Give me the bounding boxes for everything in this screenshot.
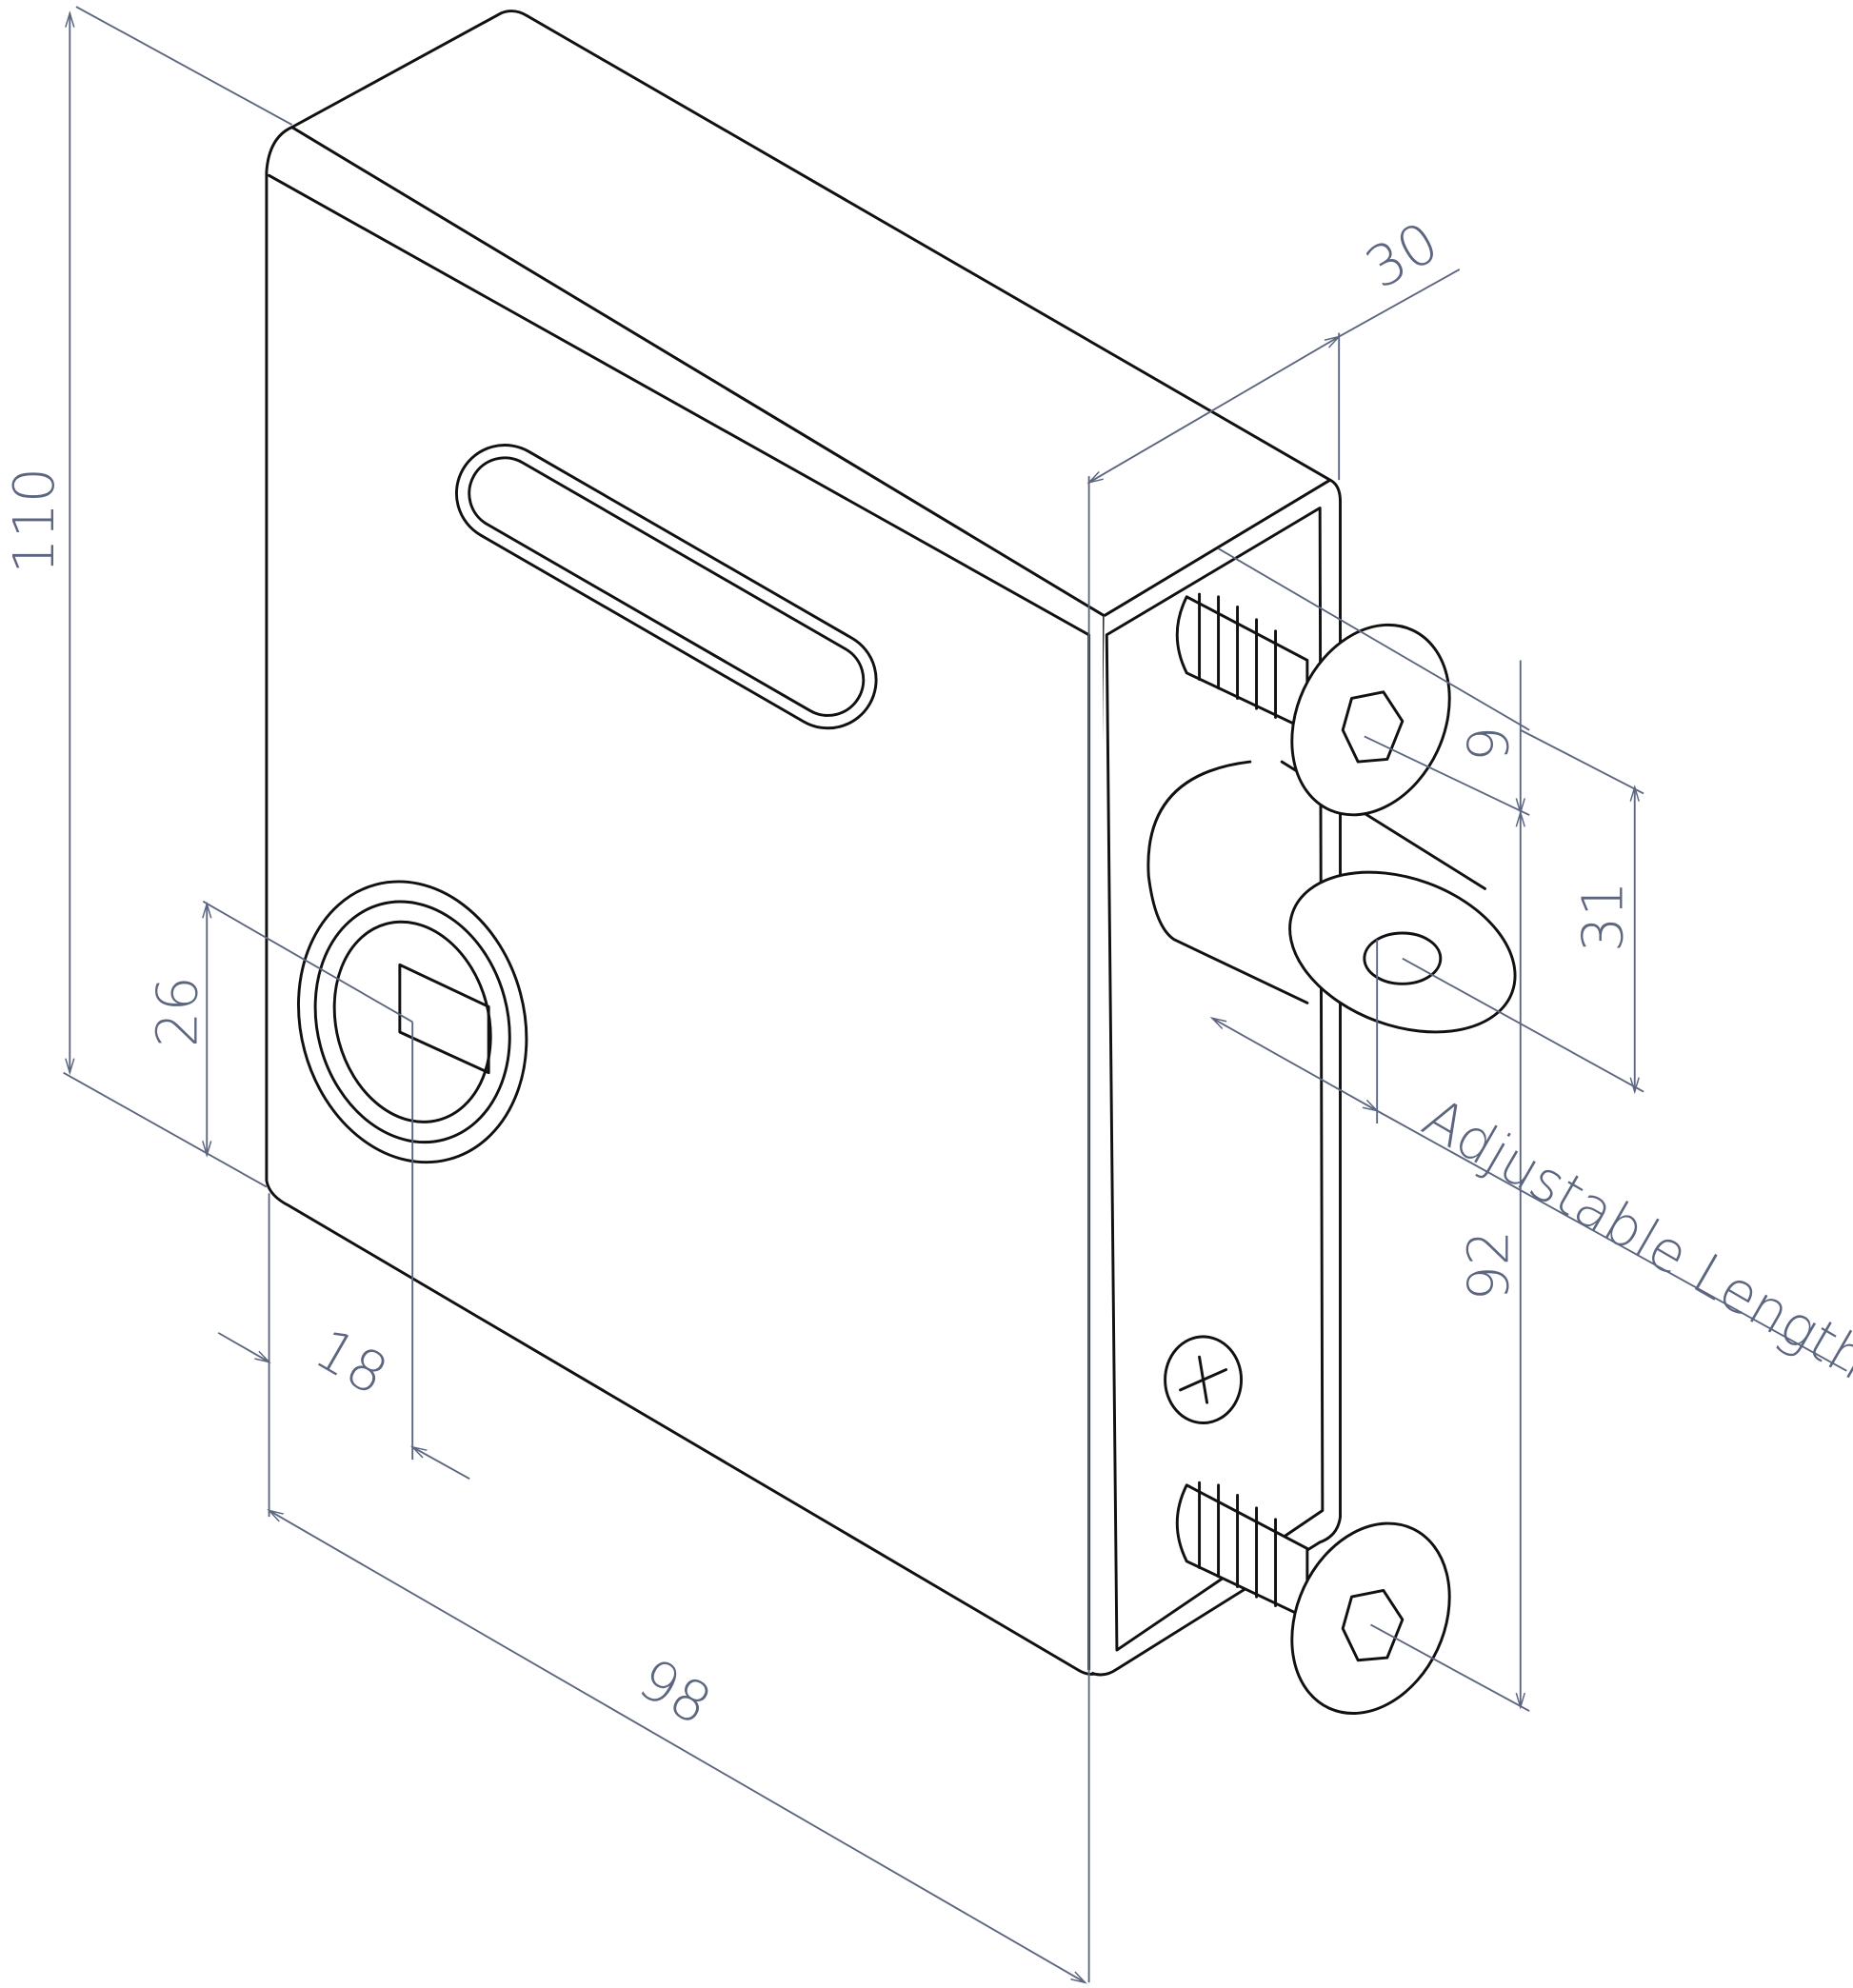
dim-92: 92	[1456, 1230, 1521, 1302]
screw-top	[1175, 592, 1451, 817]
dim-31: 31	[1570, 881, 1635, 952]
top-face	[290, 10, 1332, 618]
lock-body	[265, 10, 1517, 1715]
key-escutcheon	[297, 880, 528, 1164]
slot	[454, 444, 878, 730]
dimension-lines	[63, 6, 1847, 1984]
phillips-screw-icon	[1164, 1335, 1244, 1424]
dim-9: 9	[1456, 726, 1521, 762]
dim-18: 18	[305, 1316, 399, 1407]
dim-30: 30	[1355, 209, 1449, 301]
screw-bottom	[1175, 1481, 1451, 1715]
dim-110: 110	[2, 467, 67, 574]
dim-98: 98	[628, 1646, 722, 1738]
dim-26: 26	[146, 976, 210, 1047]
